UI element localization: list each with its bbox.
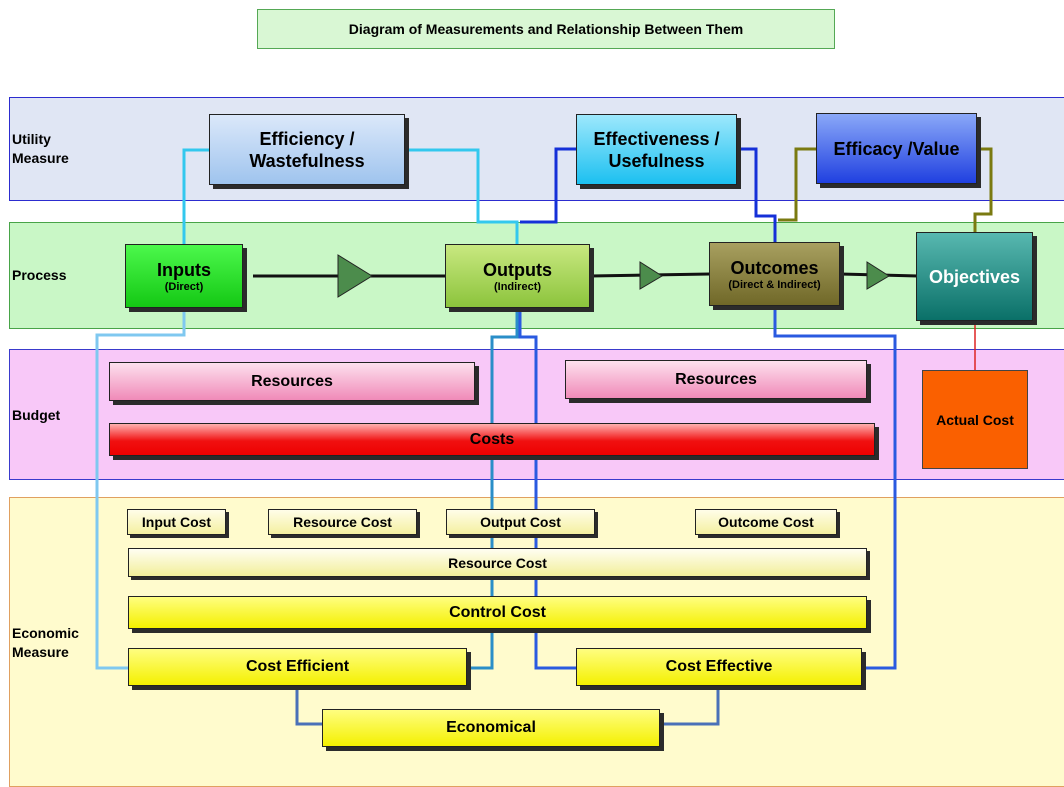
outputs-label: Outputs	[483, 260, 552, 280]
connector-outputs-effectiveness	[520, 147, 577, 224]
effectiveness-label: Effectiveness / Usefulness	[593, 128, 720, 171]
input-cost-box: Input Cost	[127, 509, 226, 535]
outcome-cost-box: Outcome Cost	[695, 509, 837, 535]
outcomes-label: Outcomes	[730, 258, 819, 278]
economical-box: Economical	[322, 709, 660, 747]
output-cost-label: Output Cost	[480, 514, 561, 530]
cost-efficient-label: Cost Efficient	[245, 658, 350, 675]
connector-inputs-efficiency	[182, 148, 210, 244]
control-cost-label: Control Cost	[449, 603, 546, 621]
flow-arrow-2	[639, 261, 663, 290]
connector-inputs-costefficient	[95, 308, 186, 670]
resource-cost-small-box: Resource Cost	[268, 509, 417, 535]
utility-measure-label: Utility Measure	[12, 131, 69, 166]
connector-outcomes-costeffective	[773, 306, 897, 670]
costs-label: Costs	[469, 430, 515, 448]
outcomes-sublabel: (Direct & Indirect)	[728, 279, 821, 291]
actual-cost-box: Actual Cost	[922, 370, 1028, 469]
resources-right-label: Resources	[675, 370, 757, 388]
resource-cost-small-label: Resource Cost	[293, 514, 392, 530]
economical-label: Economical	[446, 719, 536, 736]
connector-efficiency-outputs	[405, 148, 519, 244]
economic-measure-label: Economic Measure	[12, 625, 79, 660]
control-cost-bar: Control Cost	[128, 596, 867, 629]
diagram-title: Diagram of Measurements and Relationship…	[257, 9, 835, 49]
efficiency-label: Efficiency / Wastefulness	[249, 128, 365, 171]
cost-efficient-box: Cost Efficient	[128, 648, 467, 686]
efficacy-box: Efficacy /Value	[816, 113, 977, 184]
outcomes-box: Outcomes (Direct & Indirect)	[709, 242, 840, 306]
connector-outcomes-efficacy	[778, 147, 818, 222]
cost-effective-label: Cost Effective	[665, 658, 773, 675]
cost-effective-box: Cost Effective	[576, 648, 862, 686]
costs-box: Costs	[109, 423, 875, 456]
inputs-sublabel: (Direct)	[164, 281, 204, 293]
resources-left-label: Resources	[251, 372, 333, 390]
resources-left-box: Resources	[109, 362, 475, 401]
outputs-sublabel: (Indirect)	[493, 281, 542, 293]
input-cost-label: Input Cost	[141, 514, 212, 530]
inputs-box: Inputs (Direct)	[125, 244, 243, 308]
connector-outputs-costefficient	[467, 308, 519, 670]
efficiency-box: Efficiency / Wastefulness	[209, 114, 405, 185]
outcome-cost-label: Outcome Cost	[718, 514, 814, 530]
output-cost-box: Output Cost	[446, 509, 595, 535]
connector-costeffective-economical	[660, 686, 720, 726]
outputs-box: Outputs (Indirect)	[445, 244, 590, 308]
efficacy-label: Efficacy /Value	[833, 138, 960, 159]
actual-cost-label: Actual Cost	[936, 411, 1014, 428]
effectiveness-box: Effectiveness / Usefulness	[576, 114, 737, 185]
flow-arrow-1	[337, 254, 373, 298]
inputs-label: Inputs	[157, 260, 211, 280]
connector-effectiveness-outcomes	[737, 147, 777, 242]
connector-outputs-costeffective	[518, 308, 577, 670]
resource-cost-bar: Resource Cost	[128, 548, 867, 577]
objectives-box: Objectives	[916, 232, 1033, 321]
connector-costefficient-economical	[295, 686, 323, 726]
connector-efficacy-objectives	[973, 147, 993, 232]
resources-right-box: Resources	[565, 360, 867, 399]
process-label: Process	[12, 267, 67, 283]
flow-arrow-3	[866, 261, 890, 290]
budget-label: Budget	[12, 407, 61, 423]
objectives-label: Objectives	[928, 266, 1021, 287]
resource-cost-bar-label: Resource Cost	[448, 554, 547, 571]
